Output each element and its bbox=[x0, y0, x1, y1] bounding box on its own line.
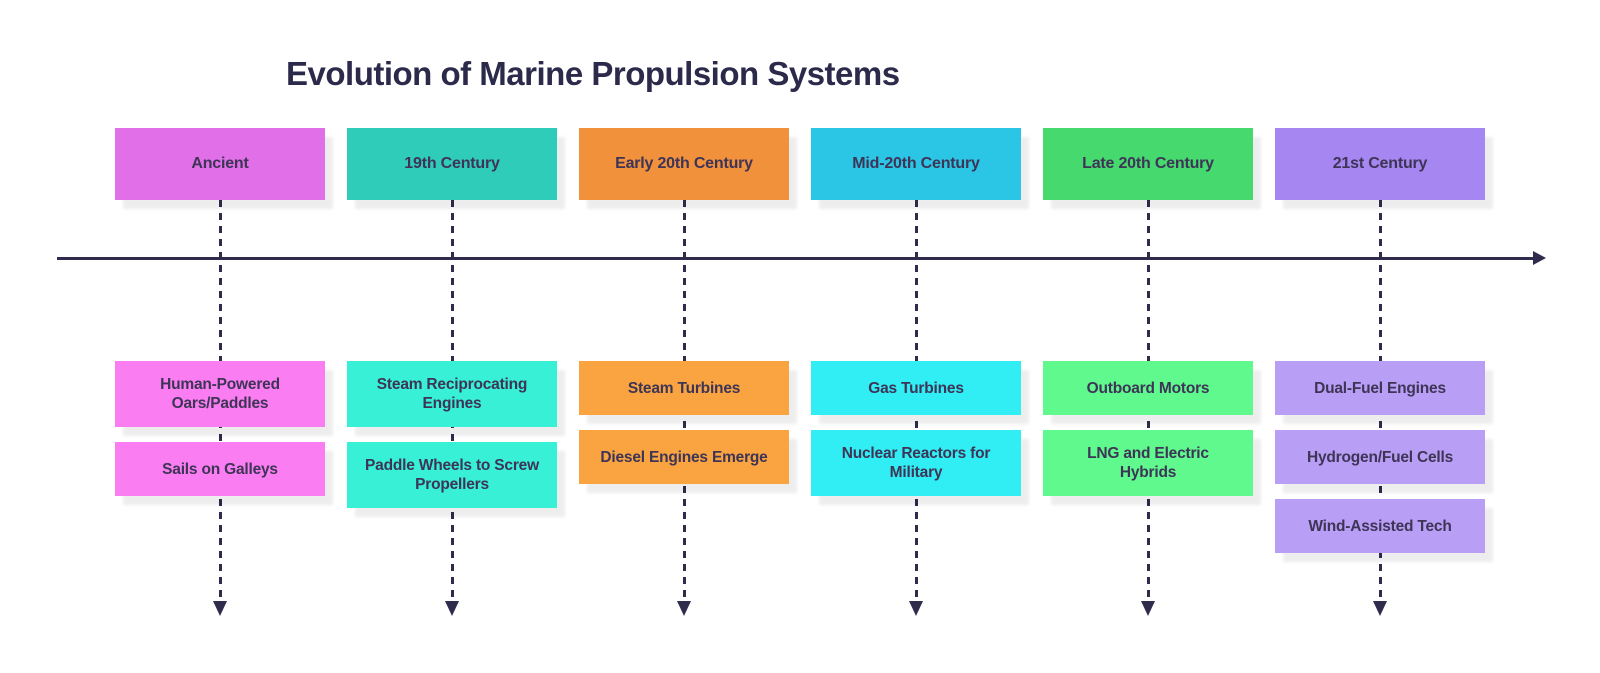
timeline-axis bbox=[57, 257, 1534, 260]
down-arrowhead-icon bbox=[909, 601, 923, 616]
event-box: Steam Turbines bbox=[579, 361, 789, 415]
period-header: 19th Century bbox=[347, 128, 557, 200]
event-box: Gas Turbines bbox=[811, 361, 1021, 415]
down-arrowhead-icon bbox=[213, 601, 227, 616]
event-box: Hydrogen/Fuel Cells bbox=[1275, 430, 1485, 484]
period-header: 21st Century bbox=[1275, 128, 1485, 200]
event-box: Human-Powered Oars/Paddles bbox=[115, 361, 325, 427]
diagram-title: Evolution of Marine Propulsion Systems bbox=[286, 55, 900, 92]
down-arrowhead-icon bbox=[1141, 601, 1155, 616]
down-arrowhead-icon bbox=[1373, 601, 1387, 616]
period-header: Late 20th Century bbox=[1043, 128, 1253, 200]
down-arrowhead-icon bbox=[445, 601, 459, 616]
period-header: Mid-20th Century bbox=[811, 128, 1021, 200]
event-box: Steam Reciprocating Engines bbox=[347, 361, 557, 427]
down-arrowhead-icon bbox=[677, 601, 691, 616]
event-box: LNG and Electric Hybrids bbox=[1043, 430, 1253, 496]
event-box: Sails on Galleys bbox=[115, 442, 325, 496]
event-box: Outboard Motors bbox=[1043, 361, 1253, 415]
period-header: Early 20th Century bbox=[579, 128, 789, 200]
timeline-axis-arrowhead-icon bbox=[1533, 251, 1546, 265]
timeline-column: 19th Century Steam Reciprocating Engines… bbox=[347, 0, 557, 673]
event-box: Nuclear Reactors for Military bbox=[811, 430, 1021, 496]
event-box: Wind-Assisted Tech bbox=[1275, 499, 1485, 553]
period-header: Ancient bbox=[115, 128, 325, 200]
event-box: Dual-Fuel Engines bbox=[1275, 361, 1485, 415]
event-box: Diesel Engines Emerge bbox=[579, 430, 789, 484]
event-box: Paddle Wheels to Screw Propellers bbox=[347, 442, 557, 508]
